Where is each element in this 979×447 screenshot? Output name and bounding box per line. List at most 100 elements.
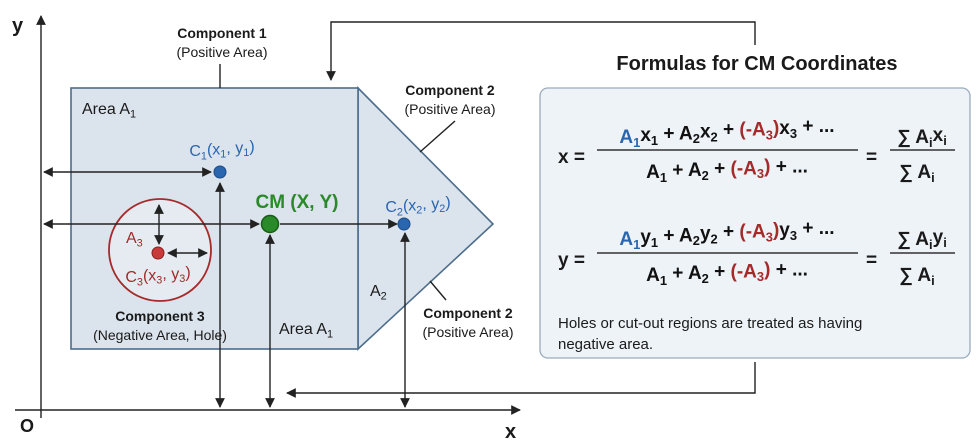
negative-area-note-line-1: Holes or cut-out regions are treated as … [558,315,862,332]
x-sum-numerator: ∑ Ai​xi​ [897,125,947,150]
y-formula-denominator: A1​ + A2​ + (-A3​) + ... [646,260,808,288]
text-segment: A [370,283,381,300]
text-segment: (x [207,141,220,158]
area-a1-bottom-label: Area A1​ [279,321,333,340]
text-segment: Component 3 [115,308,205,324]
subscript: 1 [633,237,640,252]
subscript: 2 [711,129,718,144]
text-segment: + [718,120,740,141]
subscript: 1 [220,149,226,161]
text-segment: y [700,224,711,245]
subscript: 3 [757,166,764,181]
text-segment: + ... [797,116,835,137]
text-segment: + [709,158,731,179]
component-3-title: Component 3 [115,308,205,324]
bottom-connector-arrow [286,362,756,398]
text-segment: + A [658,123,693,144]
subscript: 3 [790,228,797,243]
text-segment: Component 1 [177,25,267,41]
subscript: 1 [130,108,136,120]
text-segment: x [933,125,944,146]
cm-label: CM (X, Y) [255,192,338,213]
text-segment: + ... [797,218,835,239]
y-axis-label: y [12,15,24,37]
text-segment: (Positive Area) [404,101,495,117]
subscript: 1 [327,328,333,340]
text-segment: A [619,229,633,250]
component-1-subtitle: (Positive Area) [176,44,267,60]
component-2-top-subtitle: (Positive Area) [404,101,495,117]
subscript: 3 [757,269,764,284]
subscript: 1 [651,133,658,148]
text-segment: CM (X, Y) [255,192,338,213]
text-segment: x [640,125,651,146]
text-segment: ) [185,264,190,281]
text-segment: + A [658,225,693,246]
top-connector-arrow [326,21,756,81]
text-segment: A [646,265,660,286]
text-segment: Component 2 [423,305,513,321]
text-segment: = [866,147,877,168]
x-sum-denominator: ∑ Ai​ [899,162,934,185]
subscript: i [931,170,935,185]
y-formula-lhs: y = [558,250,585,271]
x-formula-lhs: x = [558,147,585,168]
y-sum-numerator: ∑ Ai​yi​ [897,227,947,252]
text-segment: x [505,421,516,443]
text-segment: y [933,227,944,248]
c3-centroid-dot [151,246,165,260]
subscript: 2 [416,205,422,217]
text-segment: (Positive Area) [176,44,267,60]
text-segment: (-A [731,261,758,282]
y-formula: y = A1​y1​ + A2​y2​ + (-A3​)y3​ + ... A1… [558,218,955,288]
origin-label: O [20,416,34,436]
text-segment: Holes or cut-out regions are treated as … [558,315,862,332]
subscript: 2 [702,271,709,286]
text-segment: y = [558,250,585,271]
text-segment: + ... [770,260,808,281]
cm-dot [260,214,280,234]
subscript: 3 [156,275,162,287]
subscript: 3 [766,128,773,143]
formulas-title: Formulas for CM Coordinates [616,53,897,75]
subscript: 3 [179,273,185,285]
y-formula-equals: = [866,250,877,271]
text-segment: = [866,250,877,271]
text-segment: ∑ A [897,127,929,148]
a3-label: A3​ [126,230,143,249]
text-segment: ) [764,260,770,281]
component-1-title: Component 1 [177,25,267,41]
component-2-bottom-leader [429,280,447,301]
subscript: 2 [711,231,718,246]
text-segment: C [125,269,137,286]
text-segment: A [619,127,633,148]
text-segment: (-A [731,158,758,179]
area-a1-top-label: Area A1​ [82,101,136,120]
formula-box [539,87,971,359]
text-segment: ∑ A [897,229,929,250]
subscript: 1 [201,150,207,162]
y-sum-denominator: ∑ Ai​ [899,265,934,288]
text-segment: A [126,230,137,247]
text-segment: Area A [279,321,327,338]
text-segment: (x [403,197,416,214]
text-segment: Component 2 [405,82,495,98]
text-segment: (-A [739,120,766,141]
component-2-top-title: Component 2 [405,82,495,98]
subscript: 1 [243,147,249,159]
subscript: i [943,235,947,250]
text-segment: , y [226,140,243,157]
c1-centroid-dot [213,165,227,179]
subscript: 2 [439,203,445,215]
subscript: 2 [381,290,387,302]
component-2-bottom-title: Component 2 [423,305,513,321]
text-segment: Formulas for CM Coordinates [616,53,897,75]
text-segment: + ... [770,157,808,178]
x-formula-denominator: A1​ + A2​ + (-A3​) + ... [646,157,808,185]
text-segment: (x [143,267,156,284]
component-2-bottom-subtitle: (Positive Area) [422,324,513,340]
subscript: 3 [790,126,797,141]
text-segment: ) [773,220,779,241]
c3-label: C3​(x3​, y3​) [125,264,190,288]
